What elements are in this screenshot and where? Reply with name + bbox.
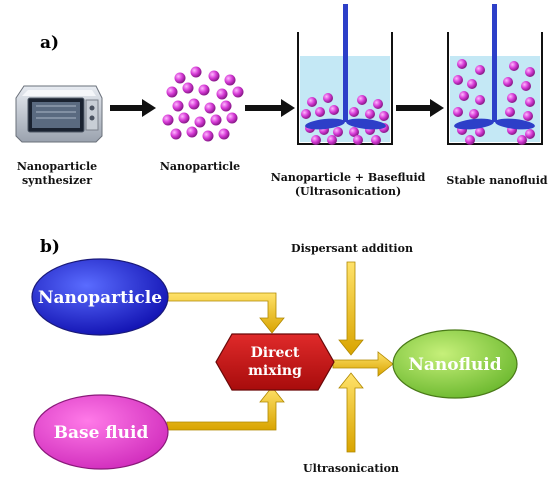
particle (216, 88, 228, 100)
particle (357, 95, 367, 105)
particle (190, 66, 202, 78)
particle (365, 109, 375, 119)
particle (457, 59, 467, 69)
particle (353, 135, 363, 145)
particle (170, 128, 182, 140)
particle (349, 107, 359, 117)
stirrer-icon (305, 4, 386, 130)
particle (453, 107, 463, 117)
particle (517, 135, 527, 145)
node-base-fluid-label: Base fluid (54, 423, 149, 443)
particle (188, 98, 200, 110)
particle (525, 97, 535, 107)
particle (315, 107, 325, 117)
node-nanoparticle-label: Nanoparticle (38, 288, 162, 308)
particle (525, 129, 535, 139)
step-mixing-line2: (Ultrasonication) (295, 185, 401, 198)
particle (329, 105, 339, 115)
particle (523, 111, 533, 121)
arrow-right-icon (396, 99, 444, 117)
step-synthesizer-line2: synthesizer (22, 174, 92, 187)
particle (453, 75, 463, 85)
particle (174, 72, 186, 84)
particle (198, 84, 210, 96)
particle (204, 102, 216, 114)
particle (333, 127, 343, 137)
particle (467, 79, 477, 89)
particle (459, 91, 469, 101)
particle (307, 97, 317, 107)
node-base-fluid: Base fluid (33, 394, 169, 470)
node-direct-mixing-line1: Direct (251, 345, 300, 361)
annotation-dispersant-addition: Dispersant addition (291, 242, 413, 255)
arrow-right-icon (245, 99, 295, 117)
particle (224, 74, 236, 86)
particle (226, 112, 238, 124)
panel-a-label: a) (40, 33, 59, 53)
particle (521, 81, 531, 91)
particle (509, 61, 519, 71)
particle (172, 100, 184, 112)
stirrer-icon (454, 4, 535, 130)
particle (311, 135, 321, 145)
beaker-mixing (297, 4, 393, 145)
particle (525, 67, 535, 77)
annotation-ultrasonication: Ultrasonication (303, 462, 399, 475)
particle (210, 114, 222, 126)
particle (371, 135, 381, 145)
particle (186, 126, 198, 138)
particle (469, 109, 479, 119)
particle (503, 77, 513, 87)
beaker-stable (447, 4, 543, 145)
particle (232, 86, 244, 98)
particle (475, 95, 485, 105)
particle (301, 109, 311, 119)
particle (194, 116, 206, 128)
particle (505, 107, 515, 117)
particle (475, 127, 485, 137)
node-nanofluid-label: Nanofluid (408, 355, 501, 375)
particle (373, 99, 383, 109)
flow-arrows (166, 261, 394, 453)
particle (202, 130, 214, 142)
particle (182, 82, 194, 94)
particle (220, 100, 232, 112)
nanoparticle-cluster (162, 66, 244, 142)
node-direct-mixing-line2: mixing (248, 363, 302, 379)
particle (166, 86, 178, 98)
particle (162, 114, 174, 126)
panel-b-label: b) (40, 237, 60, 257)
step-mixing-line1: Nanoparticle + Basefluid (271, 171, 426, 184)
particle (323, 93, 333, 103)
step-synthesizer-line1: Nanoparticle (17, 160, 97, 173)
synthesizer-machine-icon (15, 85, 103, 143)
particle (327, 135, 337, 145)
arrow-right-icon (110, 99, 156, 117)
particle (507, 93, 517, 103)
node-nanofluid: Nanofluid (392, 329, 518, 399)
node-direct-mixing: Direct mixing (215, 333, 335, 391)
step-stable-nanofluid: Stable nanofluid (446, 174, 547, 187)
particle (465, 135, 475, 145)
step-nanoparticle: Nanoparticle (160, 160, 240, 173)
particle (475, 65, 485, 75)
node-nanoparticle: Nanoparticle (31, 258, 169, 336)
particle (379, 111, 389, 121)
particle (208, 70, 220, 82)
particle (178, 112, 190, 124)
particle (349, 127, 359, 137)
particle (218, 128, 230, 140)
